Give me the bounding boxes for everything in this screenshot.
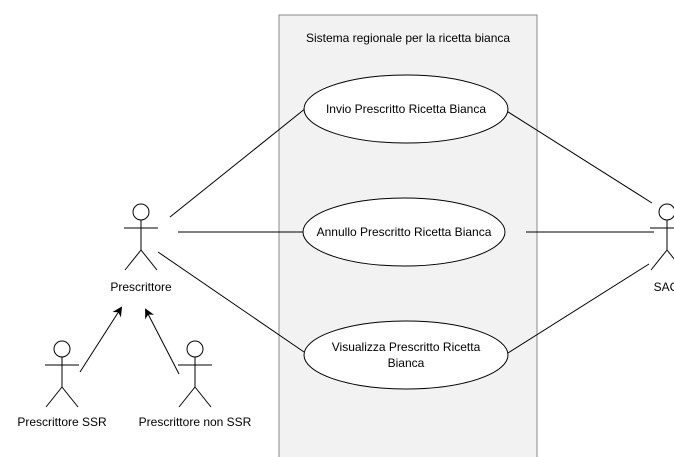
generalization-ssr-to-prescrittore (79, 306, 123, 373)
generalization-non-ssr-to-prescrittore (145, 308, 180, 375)
association-prescrittore-visualizza (157, 251, 305, 353)
actor-prescrittore-ssr[interactable] (45, 340, 79, 408)
actor-sac[interactable] (650, 203, 674, 271)
use-case-visualizza-label-line1: Visualizza Prescritto Ricetta (332, 340, 481, 354)
actor-prescrittore-non-ssr-label: Prescrittore non SSR (139, 415, 252, 429)
use-case-visualizza[interactable] (303, 320, 509, 390)
association-prescrittore-invio (169, 107, 307, 218)
use-case-annullo-label: Annullo Prescritto Ricetta Bianca (317, 225, 492, 239)
use-case-invio-label: Invio Prescritto Ricetta Bianca (326, 102, 486, 116)
actor-prescrittore-non-ssr[interactable] (178, 340, 212, 408)
use-case-visualizza-label-line2: Bianca (388, 356, 425, 370)
actor-sac-label: SAC (654, 280, 674, 294)
actor-prescrittore-label: Prescrittore (110, 280, 172, 294)
use-case-annullo[interactable] (302, 197, 506, 267)
association-sac-invio (504, 109, 653, 204)
actor-prescrittore-ssr-label: Prescrittore SSR (17, 415, 107, 429)
actor-prescrittore[interactable] (124, 203, 158, 271)
system-title: Sistema regionale per la ricetta bianca (306, 31, 510, 45)
use-case-invio[interactable] (303, 74, 509, 144)
association-sac-visualizza (507, 263, 650, 354)
